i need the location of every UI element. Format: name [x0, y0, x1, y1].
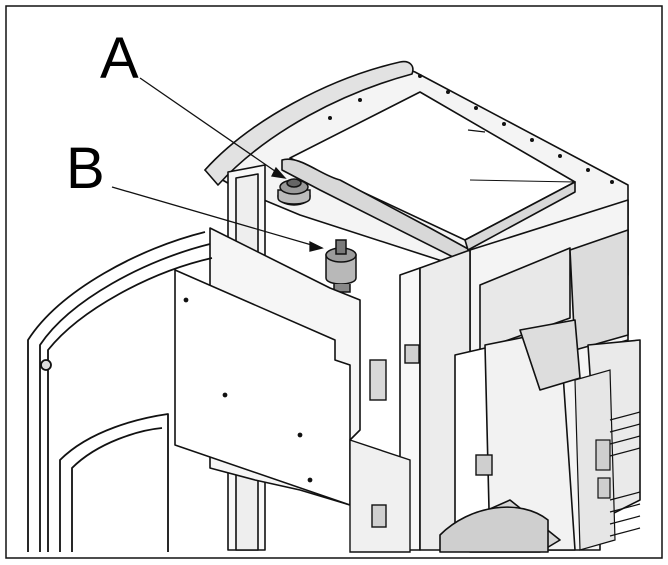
- image-border: [5, 5, 663, 559]
- lower-fitting: [325, 239, 357, 293]
- top-cover: [204, 60, 629, 276]
- leader-lines: [111, 77, 324, 252]
- callout-label-b: B: [66, 136, 105, 201]
- callout-label-a: A: [100, 26, 139, 91]
- side-grille: [574, 369, 641, 551]
- hinge-bracket: [349, 344, 493, 553]
- stove-door: [27, 231, 213, 552]
- mounting-plate: [174, 227, 361, 506]
- upper-fitting: [277, 178, 311, 206]
